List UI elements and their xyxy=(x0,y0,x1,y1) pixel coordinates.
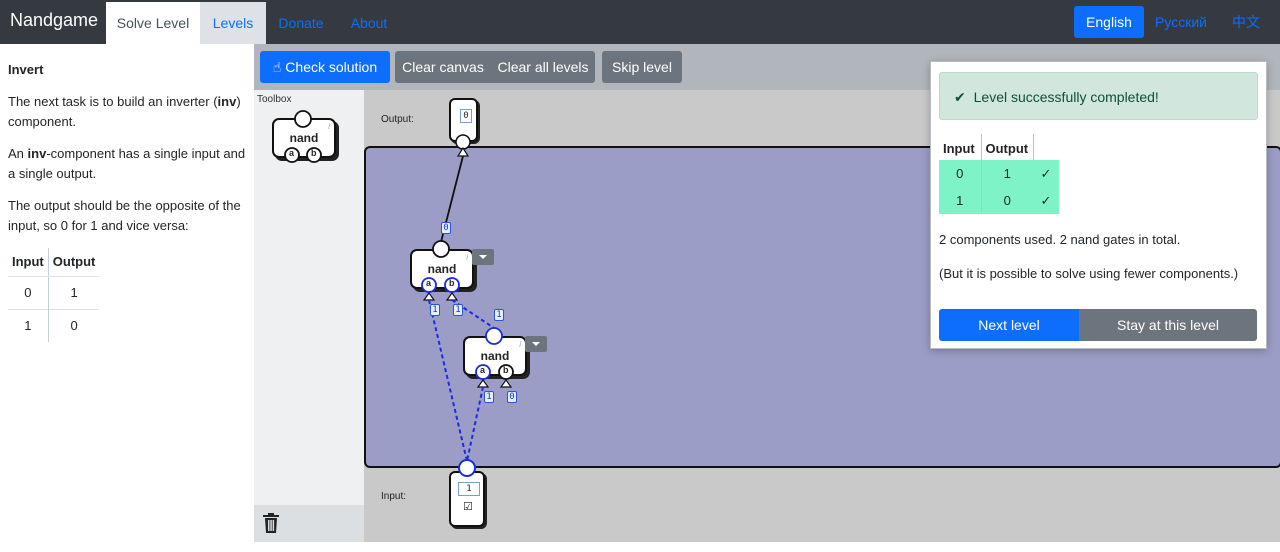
output-value: 0 xyxy=(460,109,472,123)
description-paragraph-3: The output should be the opposite of the… xyxy=(8,198,241,233)
info-icon: i xyxy=(466,253,468,262)
brand-logo[interactable]: Nandgame xyxy=(10,10,99,30)
result-truth-table: Input Output 0 1 ✓ 1 0 ✓ xyxy=(939,134,1059,214)
clear-button-group: Clear canvas Clear all levels xyxy=(395,51,595,83)
wire-value-tag: 1 xyxy=(453,304,463,316)
pass-check-icon: ✓ xyxy=(1033,160,1059,187)
next-level-button[interactable]: Next level xyxy=(939,309,1079,341)
stay-at-level-button[interactable]: Stay at this level xyxy=(1079,309,1257,341)
input-label: Input: xyxy=(381,491,407,502)
tab-donate[interactable]: Donate xyxy=(278,15,324,31)
table-header: Output xyxy=(985,140,1029,156)
toolbox-panel xyxy=(254,90,364,542)
checkmark-icon: ✔ xyxy=(954,89,966,105)
table-row: 0 1 ✓ xyxy=(939,160,1059,187)
toolbox-label: Toolbox xyxy=(257,94,292,105)
nand-gate-1[interactable]: nand i xyxy=(410,249,474,289)
table-header: Input xyxy=(939,134,982,160)
language-russian[interactable]: Русский xyxy=(1155,14,1207,30)
input-value: 1 xyxy=(458,482,480,496)
language-english[interactable]: English xyxy=(1074,6,1144,38)
table-row: 1 0 xyxy=(8,309,100,342)
wire-value-tag: 1 xyxy=(430,304,440,316)
level-complete-dialog: ✔ Level successfully completed! Input Ou… xyxy=(930,61,1267,349)
toolbox-pin-a: a xyxy=(289,148,295,158)
tab-about[interactable]: About xyxy=(350,15,388,31)
gate-2-pin-a: a xyxy=(480,365,486,375)
clear-all-levels-button[interactable]: Clear all levels xyxy=(497,59,589,75)
input-terminal: 1 ☑ xyxy=(449,471,485,527)
table-header: Input xyxy=(8,248,49,277)
input-toggle-checkbox[interactable]: ☑ xyxy=(463,501,473,513)
table-header: Output xyxy=(48,248,100,277)
wire-value-tag: 1 xyxy=(494,309,504,321)
info-icon: i xyxy=(328,122,330,131)
output-terminal: 0 xyxy=(449,98,478,142)
spec-truth-table: Input Output 0 1 1 0 xyxy=(8,248,100,342)
level-description: Invert The next task is to build an inve… xyxy=(0,44,254,552)
toolbox-nand-gate[interactable]: nand i xyxy=(272,118,336,158)
wire-value-tag: 1 xyxy=(484,391,494,403)
hand-pointer-icon: ☝ xyxy=(272,59,282,75)
gate-1-pin-a: a xyxy=(426,278,432,288)
check-solution-button[interactable]: ☝ Check solution xyxy=(260,51,390,83)
skip-level-button[interactable]: Skip level xyxy=(602,51,682,83)
gate-2-pin-b: b xyxy=(503,365,509,375)
description-paragraph-2: An inv-component has a single input and … xyxy=(8,146,246,181)
output-label: Output: xyxy=(381,114,414,125)
trash-icon[interactable] xyxy=(262,512,280,534)
language-chinese[interactable]: 中文 xyxy=(1232,14,1260,30)
gate-1-menu-button[interactable] xyxy=(472,249,494,265)
info-icon: i xyxy=(519,340,521,349)
success-alert: ✔ Level successfully completed! xyxy=(939,72,1258,120)
toolbox-pin-b: b xyxy=(311,148,317,158)
tab-solve-level[interactable]: Solve Level xyxy=(106,2,200,44)
pass-check-icon: ✓ xyxy=(1033,187,1059,214)
tab-levels[interactable]: Levels xyxy=(200,2,266,44)
component-count-text: 2 components used. 2 nand gates in total… xyxy=(939,232,1181,247)
table-row: 1 0 ✓ xyxy=(939,187,1059,214)
wire-value-tag: 0 xyxy=(507,391,517,403)
gate-1-pin-b: b xyxy=(449,278,455,288)
level-title: Invert xyxy=(8,62,44,77)
description-paragraph-1: The next task is to build an inverter (i… xyxy=(8,94,241,129)
table-row: 0 1 xyxy=(8,276,100,310)
wire-value-tag: 0 xyxy=(441,222,451,234)
optimization-hint-text: (But it is possible to solve using fewer… xyxy=(939,266,1239,281)
nand-gate-2[interactable]: nand i xyxy=(463,336,527,376)
gate-2-menu-button[interactable] xyxy=(525,336,547,352)
clear-canvas-button[interactable]: Clear canvas xyxy=(402,59,484,75)
